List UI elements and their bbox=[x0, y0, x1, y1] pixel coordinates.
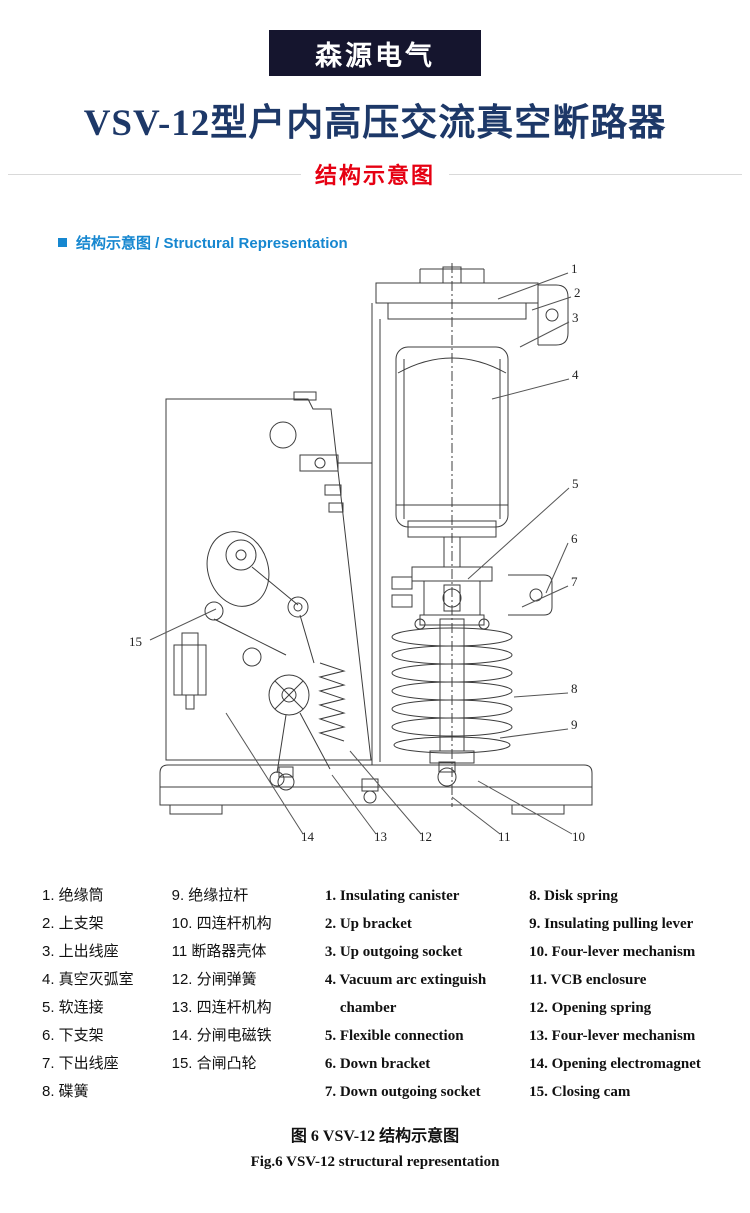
callout-5: 5 bbox=[572, 476, 579, 491]
callout-6: 6 bbox=[571, 531, 578, 546]
callout-7: 7 bbox=[571, 574, 578, 589]
legend-item: 13. Four-lever mechanism bbox=[529, 1028, 696, 1044]
structural-diagram: 1 2 3 4 5 6 7 8 9 10 11 12 13 14 15 bbox=[0, 257, 750, 872]
callout-10: 10 bbox=[572, 829, 585, 844]
legend-item: 4. Vacuum arc extinguish bbox=[324, 972, 487, 988]
legend-item: 14. Opening electromagnet bbox=[529, 1056, 701, 1072]
legend-item: 11. VCB enclosure bbox=[529, 972, 647, 988]
callout-9: 9 bbox=[571, 717, 578, 732]
legend-item: 12. Opening spring bbox=[529, 1000, 652, 1016]
callout-1: 1 bbox=[571, 261, 578, 276]
section-header: 结构示意图 / Structural Representation bbox=[58, 232, 750, 253]
legend-col-cn-2: 9. 绝缘拉杆 10. 四连杆机构 11 断路器壳体 12. 分闸弹簧 13. 四连杆机… bbox=[172, 882, 325, 1106]
legend-item: chamber bbox=[324, 1000, 397, 1016]
legend-item: 5. Flexible connection bbox=[324, 1028, 464, 1044]
figure-caption-en: Fig.6 VSV-12 structural representation bbox=[250, 1154, 500, 1170]
callout-2: 2 bbox=[574, 285, 581, 300]
legend-col-cn-1: 1. 绝缘筒 2. 上支架 3. 上出线座 4. 真空灭弧室 5. 软连接 6. 下支架 7… bbox=[42, 882, 172, 1106]
callout-leader-lines bbox=[149, 272, 573, 835]
legend-item: 3. Up outgoing socket bbox=[324, 944, 463, 960]
legend-item: 15. Closing cam bbox=[529, 1084, 631, 1100]
brand-text: 森源电气 bbox=[315, 40, 435, 71]
section-bullet-icon bbox=[58, 238, 67, 247]
legend-col-en-1: 1. Insulating canister 2. Up bracket 3. Up… bbox=[325, 882, 529, 1106]
red-subtitle-divider: 结构示意图 bbox=[0, 158, 750, 190]
callout-11: 11 bbox=[498, 829, 511, 844]
legend-item: 14. 分闸电磁铁 bbox=[171, 1027, 272, 1044]
legend-item: 9. 绝缘拉杆 bbox=[171, 887, 249, 904]
legend-item: 6. Down bracket bbox=[324, 1056, 431, 1072]
legend-item: 7. Down outgoing socket bbox=[324, 1084, 481, 1100]
callout-12: 12 bbox=[419, 829, 432, 844]
callout-14: 14 bbox=[301, 829, 314, 844]
callout-3: 3 bbox=[572, 310, 579, 325]
legend-item: 6. 下支架 bbox=[42, 1027, 104, 1044]
legend-item: 15. 合闸凸轮 bbox=[171, 1055, 257, 1072]
legend-item: 10. 四连杆机构 bbox=[171, 915, 272, 932]
section-header-label: 结构示意图 / Structural Representation bbox=[76, 235, 348, 252]
legend: 1. 绝缘筒 2. 上支架 3. 上出线座 4. 真空灭弧室 5. 软连接 6. 下支架 7… bbox=[42, 882, 750, 1106]
callout-13: 13 bbox=[374, 829, 387, 844]
divider-line-right bbox=[449, 173, 743, 175]
legend-item: 9. Insulating pulling lever bbox=[529, 916, 694, 932]
legend-item: 8. Disk spring bbox=[529, 888, 618, 904]
legend-item: 4. 真空灭弧室 bbox=[42, 971, 134, 988]
brand-banner: 森源电气 bbox=[269, 30, 481, 76]
legend-item: 13. 四连杆机构 bbox=[171, 999, 272, 1016]
legend-item: 3. 上出线座 bbox=[42, 943, 119, 960]
legend-item: 5. 软连接 bbox=[42, 999, 104, 1016]
legend-item: 8. 碟簧 bbox=[42, 1083, 89, 1100]
breaker-diagram-drawing bbox=[149, 263, 593, 835]
legend-item: 11 断路器壳体 bbox=[171, 943, 267, 960]
callout-8: 8 bbox=[571, 681, 578, 696]
legend-item: 10. Four-lever mechanism bbox=[529, 944, 696, 960]
legend-item: 1. 绝缘筒 bbox=[42, 887, 104, 904]
legend-item: 1. Insulating canister bbox=[324, 888, 460, 904]
figure-captions: 图 6 VSV-12 结构示意图 Fig.6 VSV-12 structural… bbox=[0, 1122, 750, 1171]
legend-col-en-2: 8. Disk spring 9. Insulating pulling leve… bbox=[529, 882, 750, 1106]
red-subtitle: 结构示意图 bbox=[315, 163, 436, 188]
divider-line-left bbox=[8, 173, 301, 175]
callout-4: 4 bbox=[572, 367, 579, 382]
legend-item: 12. 分闸弹簧 bbox=[171, 971, 257, 988]
legend-item: 7. 下出线座 bbox=[42, 1055, 119, 1072]
legend-item: 2. 上支架 bbox=[42, 915, 104, 932]
callout-15: 15 bbox=[129, 634, 142, 649]
page-title: VSV-12型户内高压交流真空断路器 bbox=[83, 103, 667, 144]
figure-caption-cn: 图 6 VSV-12 结构示意图 bbox=[290, 1128, 460, 1145]
legend-item: 2. Up bracket bbox=[324, 916, 412, 932]
